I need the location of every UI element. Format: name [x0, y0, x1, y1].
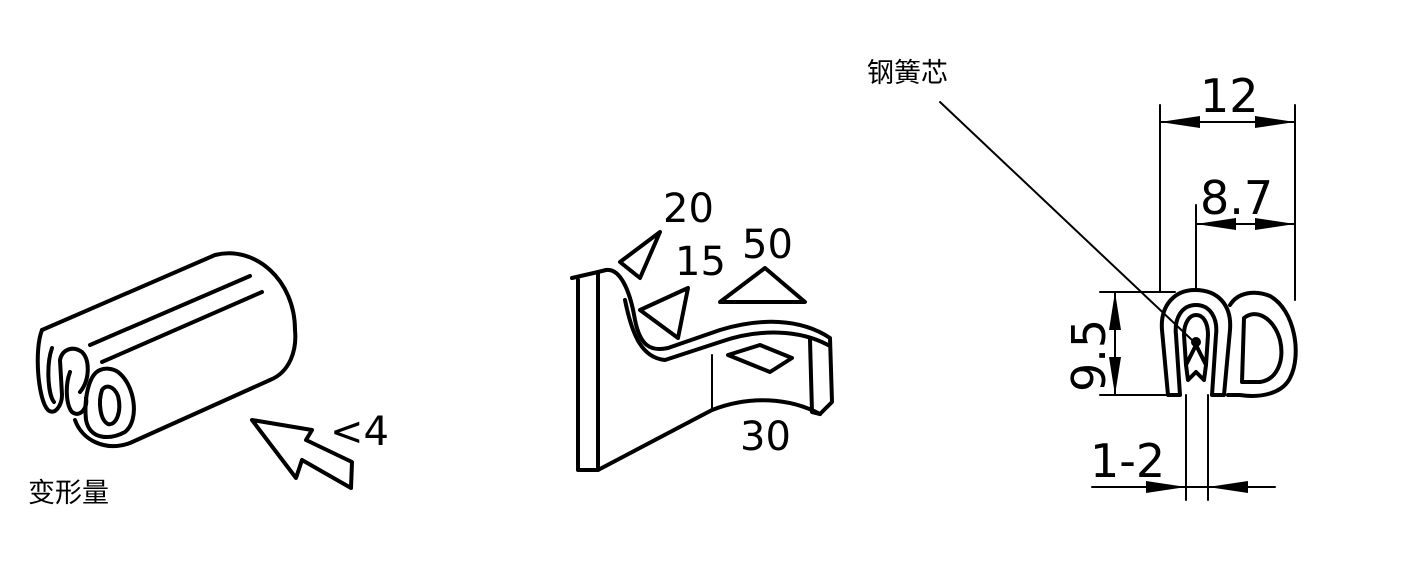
steel-core-dot — [1191, 337, 1201, 347]
middle-isometric-fin: 20 15 50 30 — [570, 186, 834, 472]
right-cross-section: 钢簧芯 12 8.7 9.5 — [867, 58, 1298, 501]
d-bulb-outer — [1226, 290, 1298, 398]
arrowhead — [1255, 116, 1295, 128]
seal-bulb-end — [83, 366, 136, 439]
seal-end-face-inner — [46, 346, 56, 404]
dim-30: 30 — [740, 414, 791, 460]
core-leader-line — [939, 101, 1193, 341]
u-clip-inner — [1182, 313, 1210, 367]
rhombus-opening — [726, 343, 794, 374]
seal-ridge-line — [100, 290, 264, 364]
core-label: 钢簧芯 — [867, 58, 948, 89]
base-plate — [570, 270, 600, 472]
arrowhead — [1208, 481, 1248, 493]
deformation-value: <4 — [330, 409, 389, 455]
arrowhead — [1109, 292, 1121, 330]
arrowhead — [1160, 116, 1200, 128]
arrowhead — [1255, 218, 1295, 230]
seal-end-face-inner — [64, 370, 89, 416]
pressure-arrow — [250, 418, 354, 490]
triangle-20 — [618, 230, 662, 280]
dim-50: 50 — [742, 222, 793, 268]
dim-height: 9.5 — [1062, 319, 1116, 392]
u-clip-outer — [1159, 288, 1233, 397]
dim-width: 12 — [1200, 69, 1259, 123]
fin-edge — [623, 298, 830, 362]
arrowhead — [1196, 218, 1236, 230]
deformation-label: 变形量 — [28, 478, 109, 509]
left-isometric-seal: <4 变形量 — [28, 251, 389, 509]
fin-underside — [596, 398, 822, 472]
dim-15: 15 — [675, 239, 726, 285]
base-plate-top — [596, 267, 834, 416]
seal-body-outline — [40, 251, 298, 449]
arrowhead — [1109, 357, 1121, 395]
seal-bulb-end-inner — [98, 384, 122, 427]
d-bulb-inner — [1240, 312, 1284, 384]
seal-end-face — [35, 328, 90, 414]
arrowhead — [1146, 481, 1186, 493]
u-clip-grip — [1184, 343, 1208, 382]
triangle-50 — [718, 266, 807, 304]
dim-inner-width: 8.7 — [1200, 171, 1273, 225]
dim-20: 20 — [663, 186, 714, 232]
seal-ridge-line — [88, 274, 252, 347]
fin-end-face — [808, 338, 822, 416]
dim-grip-range: 1-2 — [1090, 434, 1165, 488]
triangle-15 — [638, 286, 690, 340]
